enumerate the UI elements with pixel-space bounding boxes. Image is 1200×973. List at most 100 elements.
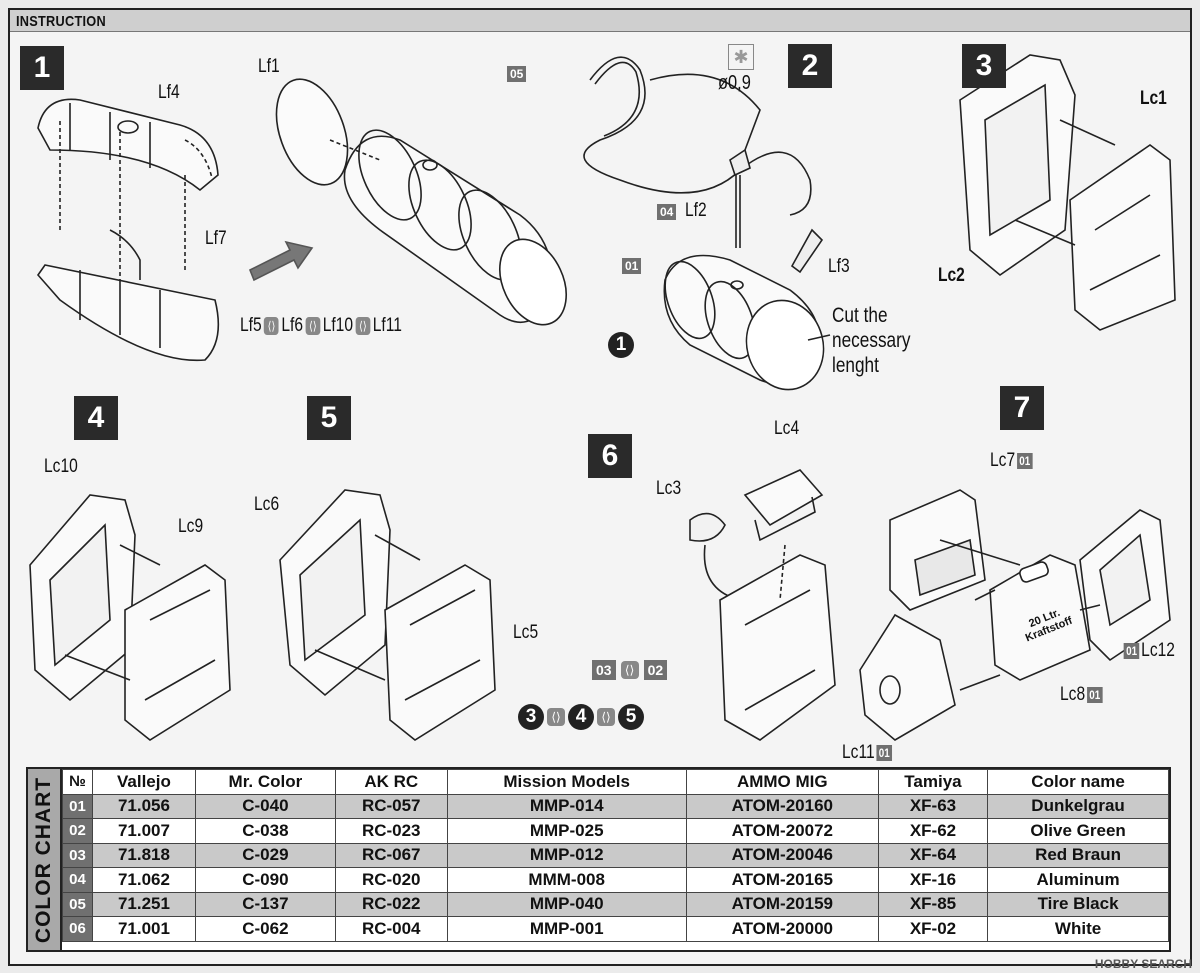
cell-tamiya: XF-16 [877,867,989,893]
step2-hose [583,56,812,216]
lc12-text: Lc12 [1141,640,1175,661]
step3-frame [959,54,1076,277]
table-row: 04 71.062 C-090 RC-020 MMM-008 ATOM-2016… [62,867,1169,893]
step-number-4: 4 [74,396,118,440]
glue-icon: ⟨⟩ [620,661,639,679]
color-chart-side-title: COLOR CHART [28,769,62,950]
label-lf10: Lf10 [322,315,354,336]
cell-mission-models: MMP-012 [446,842,687,868]
cell-ammo-mig: ATOM-20000 [685,916,879,942]
label-lf4: Lf4 [158,82,180,103]
step4-frame [29,494,136,702]
table-row: 01 71.056 C-040 RC-057 MMP-014 ATOM-2016… [62,793,1169,819]
paint-tag-lc8: 01 [1086,686,1103,703]
lc8-text: Lc8 [1060,684,1086,705]
cell-ammo-mig: ATOM-20072 [685,818,879,844]
cut-note: Cut the necessary lenght [832,303,910,378]
cell-color-name: Olive Green [987,818,1169,844]
color-chart: COLOR CHART № Vallejo Mr. Color AK RC Mi… [26,767,1171,952]
paint-tag-02: 02 [643,660,668,680]
step5-frame [279,489,391,697]
cell-color-name: Red Braun [987,842,1169,868]
cell-mission-models: MMP-040 [446,891,687,917]
step-number-2: 2 [788,44,832,88]
cell-ak-rc: RC-067 [334,842,448,868]
cell-mr-color: C-137 [194,891,336,917]
cell-mr-color: C-040 [194,793,336,819]
cell-number: 06 [62,916,93,942]
glue-icon: ⟨⟩ [355,316,371,335]
cell-number: 03 [62,842,93,868]
step-number-1: 1 [20,46,64,90]
label-lf3: Lf3 [828,256,850,277]
label-diameter: ø0,9 [718,72,751,94]
glue-icon: ⟨⟩ [264,316,279,335]
table-row: 02 71.007 C-038 RC-023 MMP-025 ATOM-2007… [62,818,1169,844]
cell-ak-rc: RC-057 [334,793,448,819]
label-lc6: Lc6 [254,494,280,515]
cell-color-name: White [987,916,1169,942]
cell-vallejo: 71.007 [92,818,196,844]
table-row: 03 71.818 C-029 RC-067 MMP-012 ATOM-2004… [62,842,1169,868]
label-lf7: Lf7 [205,228,227,249]
col-header-number: № [62,769,93,795]
header-title: INSTRUCTION [16,13,106,30]
cell-tamiya: XF-62 [877,818,989,844]
step1-upper-half [37,98,219,290]
step-number-3: 3 [962,44,1006,88]
cut-note-line1: Cut the [832,304,888,327]
step-number-6: 6 [588,434,632,478]
header-bar: INSTRUCTION [10,10,1190,32]
label-lf11: Lf11 [372,315,402,336]
cell-vallejo: 71.001 [92,916,196,942]
step7-parts [859,489,1171,741]
table-row: 06 71.001 C-062 RC-004 MMP-001 ATOM-2000… [62,916,1169,942]
label-lc1: Lc1 [1140,88,1167,109]
color-chart-table: № Vallejo Mr. Color AK RC Mission Models… [62,769,1169,942]
color-chart-header-row: № Vallejo Mr. Color AK RC Mission Models… [62,769,1169,795]
label-lc9: Lc9 [178,516,204,537]
cell-mr-color: C-090 [194,867,336,893]
label-lc10: Lc10 [44,456,78,477]
cell-color-name: Dunkelgrau [987,793,1169,819]
cell-tamiya: XF-63 [877,793,989,819]
label-lf6: Lf6 [281,315,304,336]
cell-mission-models: MMP-001 [446,916,687,942]
step1-drum-assembly [275,78,567,326]
cut-note-line3: lenght [832,354,879,377]
cell-number: 04 [62,867,93,893]
label-lf2: Lf2 [685,200,707,221]
cell-vallejo: 71.818 [92,842,196,868]
label-lc3: Lc3 [656,478,682,499]
cell-ak-rc: RC-020 [334,867,448,893]
cell-ammo-mig: ATOM-20046 [685,842,879,868]
paint-tag-lc7: 01 [1016,452,1033,469]
step1-lower-half [36,229,220,362]
cell-vallejo: 71.251 [92,891,196,917]
paint-tag-lc12: 01 [1123,642,1140,659]
label-lf5: Lf5 [240,315,262,336]
cell-mission-models: MMP-014 [446,793,687,819]
cell-number: 01 [62,793,93,819]
glue-icon: ⟨⟩ [547,708,565,726]
label-lc5: Lc5 [513,622,539,643]
col-header-ak-rc: AK RC [334,769,448,795]
cell-vallejo: 71.062 [92,867,196,893]
cell-mr-color: C-029 [194,842,336,868]
step5-can [314,534,496,741]
cell-ak-rc: RC-022 [334,891,448,917]
step-ref-circle-1: 1 [608,332,634,358]
lc11-text: Lc11 [842,742,875,763]
step-ref-circle-4: 4 [568,704,594,730]
col-header-mission-models: Mission Models [446,769,687,795]
cell-number: 02 [62,818,93,844]
paint-tag-04: 04 [657,204,677,220]
step3-can [1014,119,1176,331]
paint-tag-05: 05 [507,66,527,82]
step4-can [64,544,231,741]
snowflake-icon: ✱ [728,44,754,70]
